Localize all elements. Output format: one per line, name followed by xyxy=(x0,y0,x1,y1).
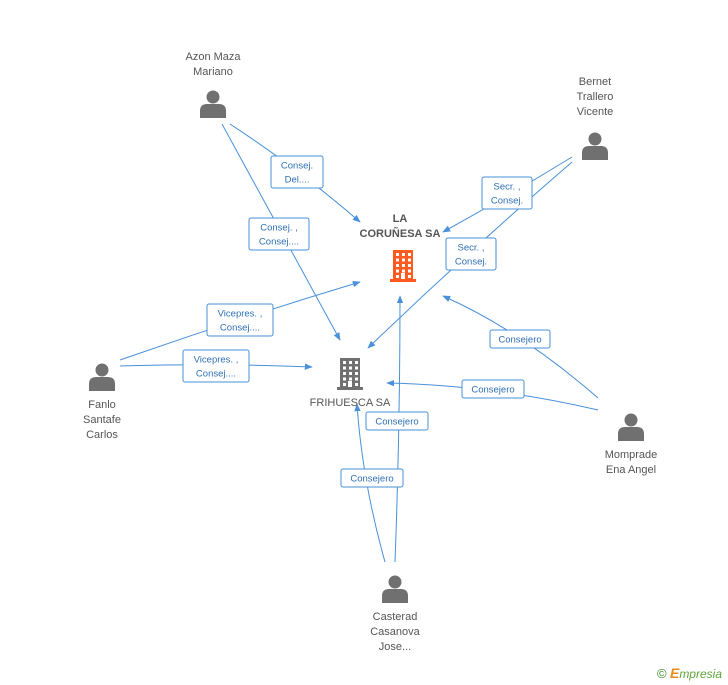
person-icon xyxy=(200,90,226,118)
edge-label-text: Consej.... xyxy=(196,369,236,380)
edge-label-momprade-frihuesca[interactable]: Consejero xyxy=(461,379,525,399)
person-icon xyxy=(89,363,115,391)
edge-label-text: Consej.... xyxy=(259,237,299,248)
nodes-layer: Azon MazaMarianoBernetTralleroVicenteFan… xyxy=(83,51,657,653)
company-name-line: FRIHUESCA SA xyxy=(310,397,391,409)
copyright-brand[interactable]: © Empresia xyxy=(657,665,722,681)
edge-label-text: Consej.... xyxy=(220,323,260,334)
edge-label-text: Consejero xyxy=(498,335,541,346)
edge-label-fanlo-frihuesca[interactable]: Vicepres. , Consej.... xyxy=(182,349,250,383)
building-icon xyxy=(390,250,416,282)
edge-label-bernet-frihuesca[interactable]: Secr. , Consej. xyxy=(445,237,497,271)
edge-label-box xyxy=(489,329,551,349)
person-name-line: Momprade xyxy=(605,449,658,461)
person-name-line: Carlos xyxy=(86,429,118,441)
edge-label-text: Consej. xyxy=(491,196,523,207)
company-node-frihuesca[interactable]: FRIHUESCA SA xyxy=(310,358,391,409)
edge-label-text: Vicepres. , xyxy=(194,355,239,366)
edge-label-box xyxy=(182,349,250,383)
edge-label-text: Consej. xyxy=(455,257,487,268)
person-name-line: Casterad xyxy=(373,611,418,623)
edge-label-box xyxy=(445,237,497,271)
person-icon xyxy=(382,575,408,603)
person-name-line: Santafe xyxy=(83,414,121,426)
edge-label-text: Del.... xyxy=(285,175,310,186)
brand-initial: E xyxy=(669,665,680,681)
person-name-line: Fanlo xyxy=(88,399,116,411)
edge-label-box xyxy=(270,155,324,189)
person-name-line: Ena Angel xyxy=(606,464,656,476)
edge-label-text: Consej. , xyxy=(260,223,298,234)
edge-label-text: Secr. , xyxy=(494,182,521,193)
edge-label-box xyxy=(340,468,404,488)
building-icon xyxy=(337,358,363,390)
person-name-line: Trallero xyxy=(577,91,614,103)
person-name-line: Vicente xyxy=(577,106,614,118)
person-name-line: Azon Maza xyxy=(185,51,241,63)
edge-label-box xyxy=(365,411,429,431)
person-name-line: Mariano xyxy=(193,66,233,78)
edge-label-text: Secr. , xyxy=(458,243,485,254)
edge-label-text: Consej. xyxy=(281,161,313,172)
edge-label-text: Consejero xyxy=(471,385,514,396)
edge-label-bernet-lacoruna[interactable]: Secr. , Consej. xyxy=(481,176,533,210)
edge-label-text: Vicepres. , xyxy=(218,309,263,320)
company-node-lacoruna[interactable]: LA CORUÑESA SA xyxy=(360,213,441,282)
copyright-symbol: © xyxy=(657,666,667,681)
brand-name: mpresia xyxy=(679,667,722,681)
person-name-line: Bernet xyxy=(579,76,611,88)
person-name-line: Casanova xyxy=(370,626,420,638)
edge-label-casterad-lacoruna[interactable]: Consejero xyxy=(365,411,429,431)
person-node-casterad[interactable]: CasteradCasanovaJose... xyxy=(370,575,421,654)
person-icon xyxy=(618,413,644,441)
edge-label-azon-lacoruna[interactable]: Consej. Del.... xyxy=(270,155,324,189)
company-name-line: CORUÑESA SA xyxy=(360,227,441,240)
person-name-line: Jose... xyxy=(379,641,411,653)
edge-label-fanlo-lacoruna[interactable]: Vicepres. , Consej.... xyxy=(206,303,274,337)
edge-label-text: Consejero xyxy=(350,474,393,485)
edge-label-box xyxy=(481,176,533,210)
edge-labels-layer: Consej. Del.... Consej. , Consej.... Secr. ,… xyxy=(182,155,551,488)
person-icon xyxy=(582,132,608,160)
edge-label-momprade-lacoruna[interactable]: Consejero xyxy=(489,329,551,349)
edge-label-box xyxy=(206,303,274,337)
edge-label-azon-frihuesca[interactable]: Consej. , Consej.... xyxy=(248,217,310,251)
edge-label-casterad-frihuesca[interactable]: Consejero xyxy=(340,468,404,488)
company-name-line: LA xyxy=(393,213,408,225)
edge-label-text: Consejero xyxy=(375,417,418,428)
edge-label-box xyxy=(461,379,525,399)
edge-label-box xyxy=(248,217,310,251)
